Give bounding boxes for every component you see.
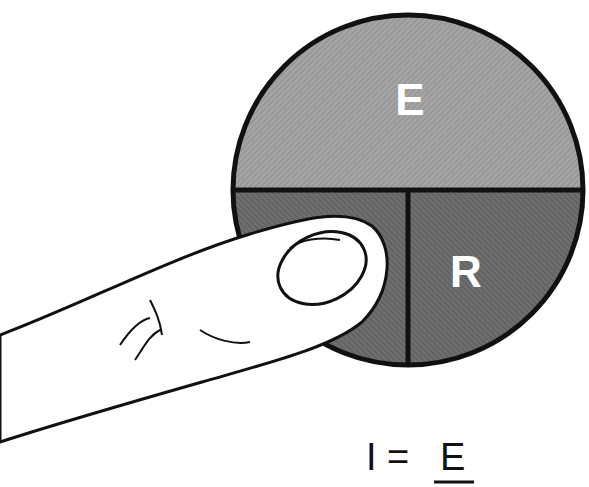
top-segment	[233, 15, 583, 190]
divider-line	[406, 190, 411, 365]
segment-node: E	[383, 67, 436, 133]
formula-text: E	[440, 436, 465, 479]
quantity-letter: E	[387, 71, 432, 129]
formula-text: I =	[366, 436, 409, 479]
quantity-letter: R	[442, 243, 490, 301]
segment-node: R	[438, 239, 494, 305]
finger-illustration	[0, 216, 387, 442]
fraction-bar	[434, 481, 474, 484]
